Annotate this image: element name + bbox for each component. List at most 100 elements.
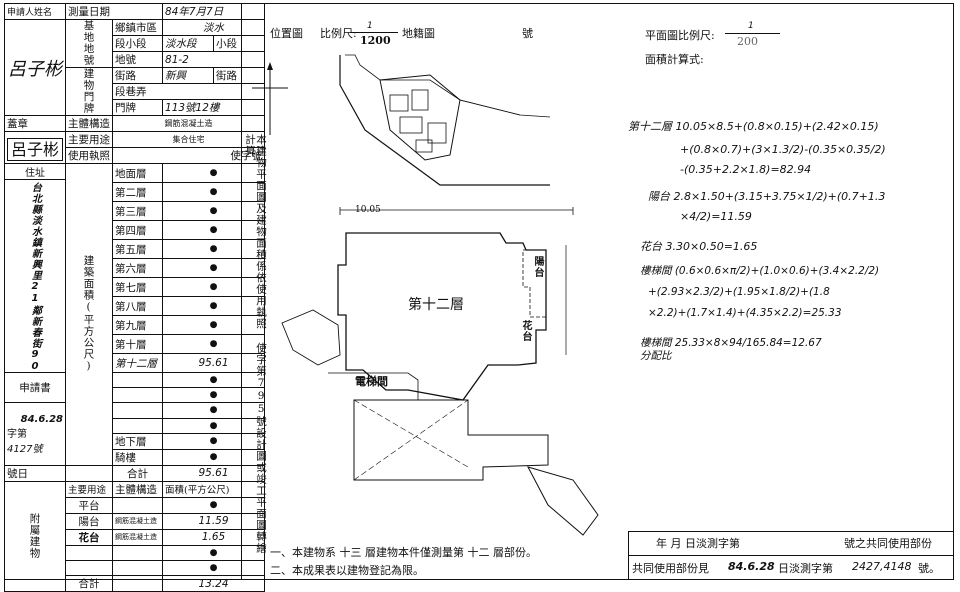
street-label: 街路: [112, 67, 164, 84]
floor-plan-drawing: [281, 207, 599, 536]
floor-name: 騎樓: [112, 448, 164, 466]
seal-stamp: 呂子彬: [3, 131, 67, 164]
annex-total-label: 合計: [65, 575, 114, 592]
shared-suffix: 號。: [918, 562, 940, 575]
survey-date-value: 84年7月7日: [162, 3, 266, 20]
annex-structure: [112, 544, 164, 561]
main-structure-label: 主體構造: [65, 115, 114, 132]
planter-label: 花台: [520, 320, 531, 342]
floor-plan-title: 第十二層: [408, 297, 464, 313]
plan-scale-den: 200: [737, 35, 758, 48]
annex-structure: 鋼筋混凝土造: [112, 528, 164, 546]
subsection-label: 小段: [213, 35, 266, 52]
plan-scale-bar: [725, 33, 780, 34]
annex-area: 1.65: [162, 528, 266, 546]
location-site-sketch: [339, 54, 551, 186]
calc-line: 樓梯間 25.33×8×94/165.84=12.67: [640, 337, 822, 349]
lot-label: 地號: [112, 51, 164, 68]
door-value: 113號12樓: [162, 99, 266, 116]
elevator-room-label: 電梯間: [355, 375, 388, 388]
door-label: 門牌: [112, 99, 164, 116]
annex-structure: 鋼筋混凝土造: [112, 512, 164, 530]
location-scale-den: 1200: [360, 34, 391, 47]
calc-line: +(2.93×2.3/2)+(1.95×1.8/2)+(1.8: [648, 286, 830, 298]
north-arrow-icon: [252, 62, 288, 135]
floor-name: [112, 387, 164, 404]
building-label: 建物門牌: [65, 67, 114, 116]
permit-label: 使用執照: [65, 147, 114, 164]
area-calc-label: 面積計算式:: [645, 53, 704, 66]
shared-no-label: 日淡測字第: [778, 562, 833, 575]
district-value: 淡水: [162, 19, 266, 36]
seal-label: 蓋章: [3, 115, 67, 132]
annex-total-value: 13.24: [162, 575, 266, 592]
floor-group-label: 建築面積(平方公尺): [65, 163, 114, 466]
map-number-suffix: 號: [522, 27, 533, 40]
annex-use: [65, 544, 114, 561]
calc-line: +(0.8×0.7)+(3×1.3/2)-(0.35×0.35/2): [680, 143, 886, 156]
floor-name: 第五層: [112, 239, 164, 259]
application-cell: 84.6.28 字第 4127號: [3, 402, 67, 466]
section-label: 段小段: [112, 35, 164, 52]
floor-name: 第九層: [112, 315, 164, 335]
column-divider: [241, 3, 242, 580]
cadastral-map-label: 地籍圖: [402, 27, 435, 40]
calc-line: 陽台 2.8×1.50+(3.15+3.75×1/2)+(0.7+1.3: [648, 190, 886, 203]
floor-name: 地下層: [112, 432, 164, 450]
permit-vertical-note: 本建物平面圖及建物面積係依使用執照 使字第795號設計圖或竣工平面圖轉繪計算: [244, 134, 268, 554]
calc-line: ×4/2)=11.59: [680, 210, 752, 223]
floor-name: 第十二層: [112, 353, 164, 373]
applicant-name: 呂子彬: [3, 19, 67, 116]
shared-use-label: 號之共同使用部份: [844, 537, 932, 550]
calc-line: 第十二層 10.05×8.5+(0.8×0.15)+(2.42×0.15): [628, 120, 879, 133]
calc-line: -(0.35+2.2×1.8)=82.94: [680, 163, 812, 176]
calc-line: 分配比: [640, 350, 672, 362]
base-label: 基地地號: [65, 19, 114, 68]
location-scale-label: 比例尺:: [320, 27, 357, 40]
floor-name: 第二層: [112, 182, 164, 202]
shared-date-label: 年 月 日淡測字第: [656, 537, 740, 550]
annex-use: 平台: [65, 496, 114, 514]
floor-name: 地面層: [112, 163, 164, 183]
scale-fraction-bar: [350, 32, 398, 33]
street-value: 新興: [162, 67, 215, 84]
floor-name: 第四層: [112, 220, 164, 240]
floor-value: ●: [162, 448, 266, 466]
annex-use: 花台: [65, 528, 114, 546]
balcony-label: 陽台: [532, 256, 543, 278]
floor-name: [112, 402, 164, 419]
plan-width-label: 10.05: [355, 205, 381, 215]
district-label: 鄉鎮市區: [112, 19, 164, 36]
floor-name: 第七層: [112, 277, 164, 297]
survey-date-label: 測量日期: [65, 3, 164, 20]
shared-use-divider: [628, 555, 954, 556]
plan-scale-num: 1: [748, 21, 754, 31]
calc-line: 花台 3.30×0.50=1.65: [640, 240, 758, 253]
floor-total-value: 95.61: [162, 464, 266, 482]
footer-note-1: 一、本建物系 十三 層建物本件僅測量第 十二 層部份。: [270, 546, 537, 559]
applicant-label: 申請人姓名: [3, 3, 67, 20]
floor-name: [112, 371, 164, 389]
floor-name: [112, 417, 164, 434]
location-plan-label: 位置圖: [270, 27, 303, 40]
shared-date: 84.6.28: [728, 560, 775, 573]
calc-line: ×2.2)+(1.7×1.4)+(4.35×2.2)=25.33: [648, 307, 842, 319]
plan-scale-label: 平面圖比例尺:: [645, 29, 715, 42]
floor-name: 第六層: [112, 258, 164, 278]
shared-see-label: 共同使用部份見: [632, 562, 709, 575]
registration-form-table: 申請人姓名 測量日期 84年7月7日 呂子彬 基地地號 鄉鎮市區 淡水 段小段 …: [3, 3, 266, 592]
floor-total-label: 合計: [112, 464, 164, 482]
annex-label: 附屬建物: [3, 480, 67, 592]
address-cell: 住址 台北縣淡水鎮新興里21鄰新春街90巷8號: [3, 163, 67, 373]
floor-name: 第十層: [112, 334, 164, 354]
annex-col-use: 主要用途: [65, 480, 114, 498]
annex-structure: [112, 559, 164, 577]
shared-no: 2427,4148: [852, 560, 912, 573]
annex-use: [65, 559, 114, 577]
floor-name: 第八層: [112, 296, 164, 316]
section-value: 淡水段: [162, 35, 215, 52]
location-scale-num: 1: [367, 21, 373, 31]
application-label: 申請書: [3, 371, 67, 404]
annex-area: ●: [162, 559, 266, 577]
main-use-label: 主要用途: [65, 131, 114, 148]
